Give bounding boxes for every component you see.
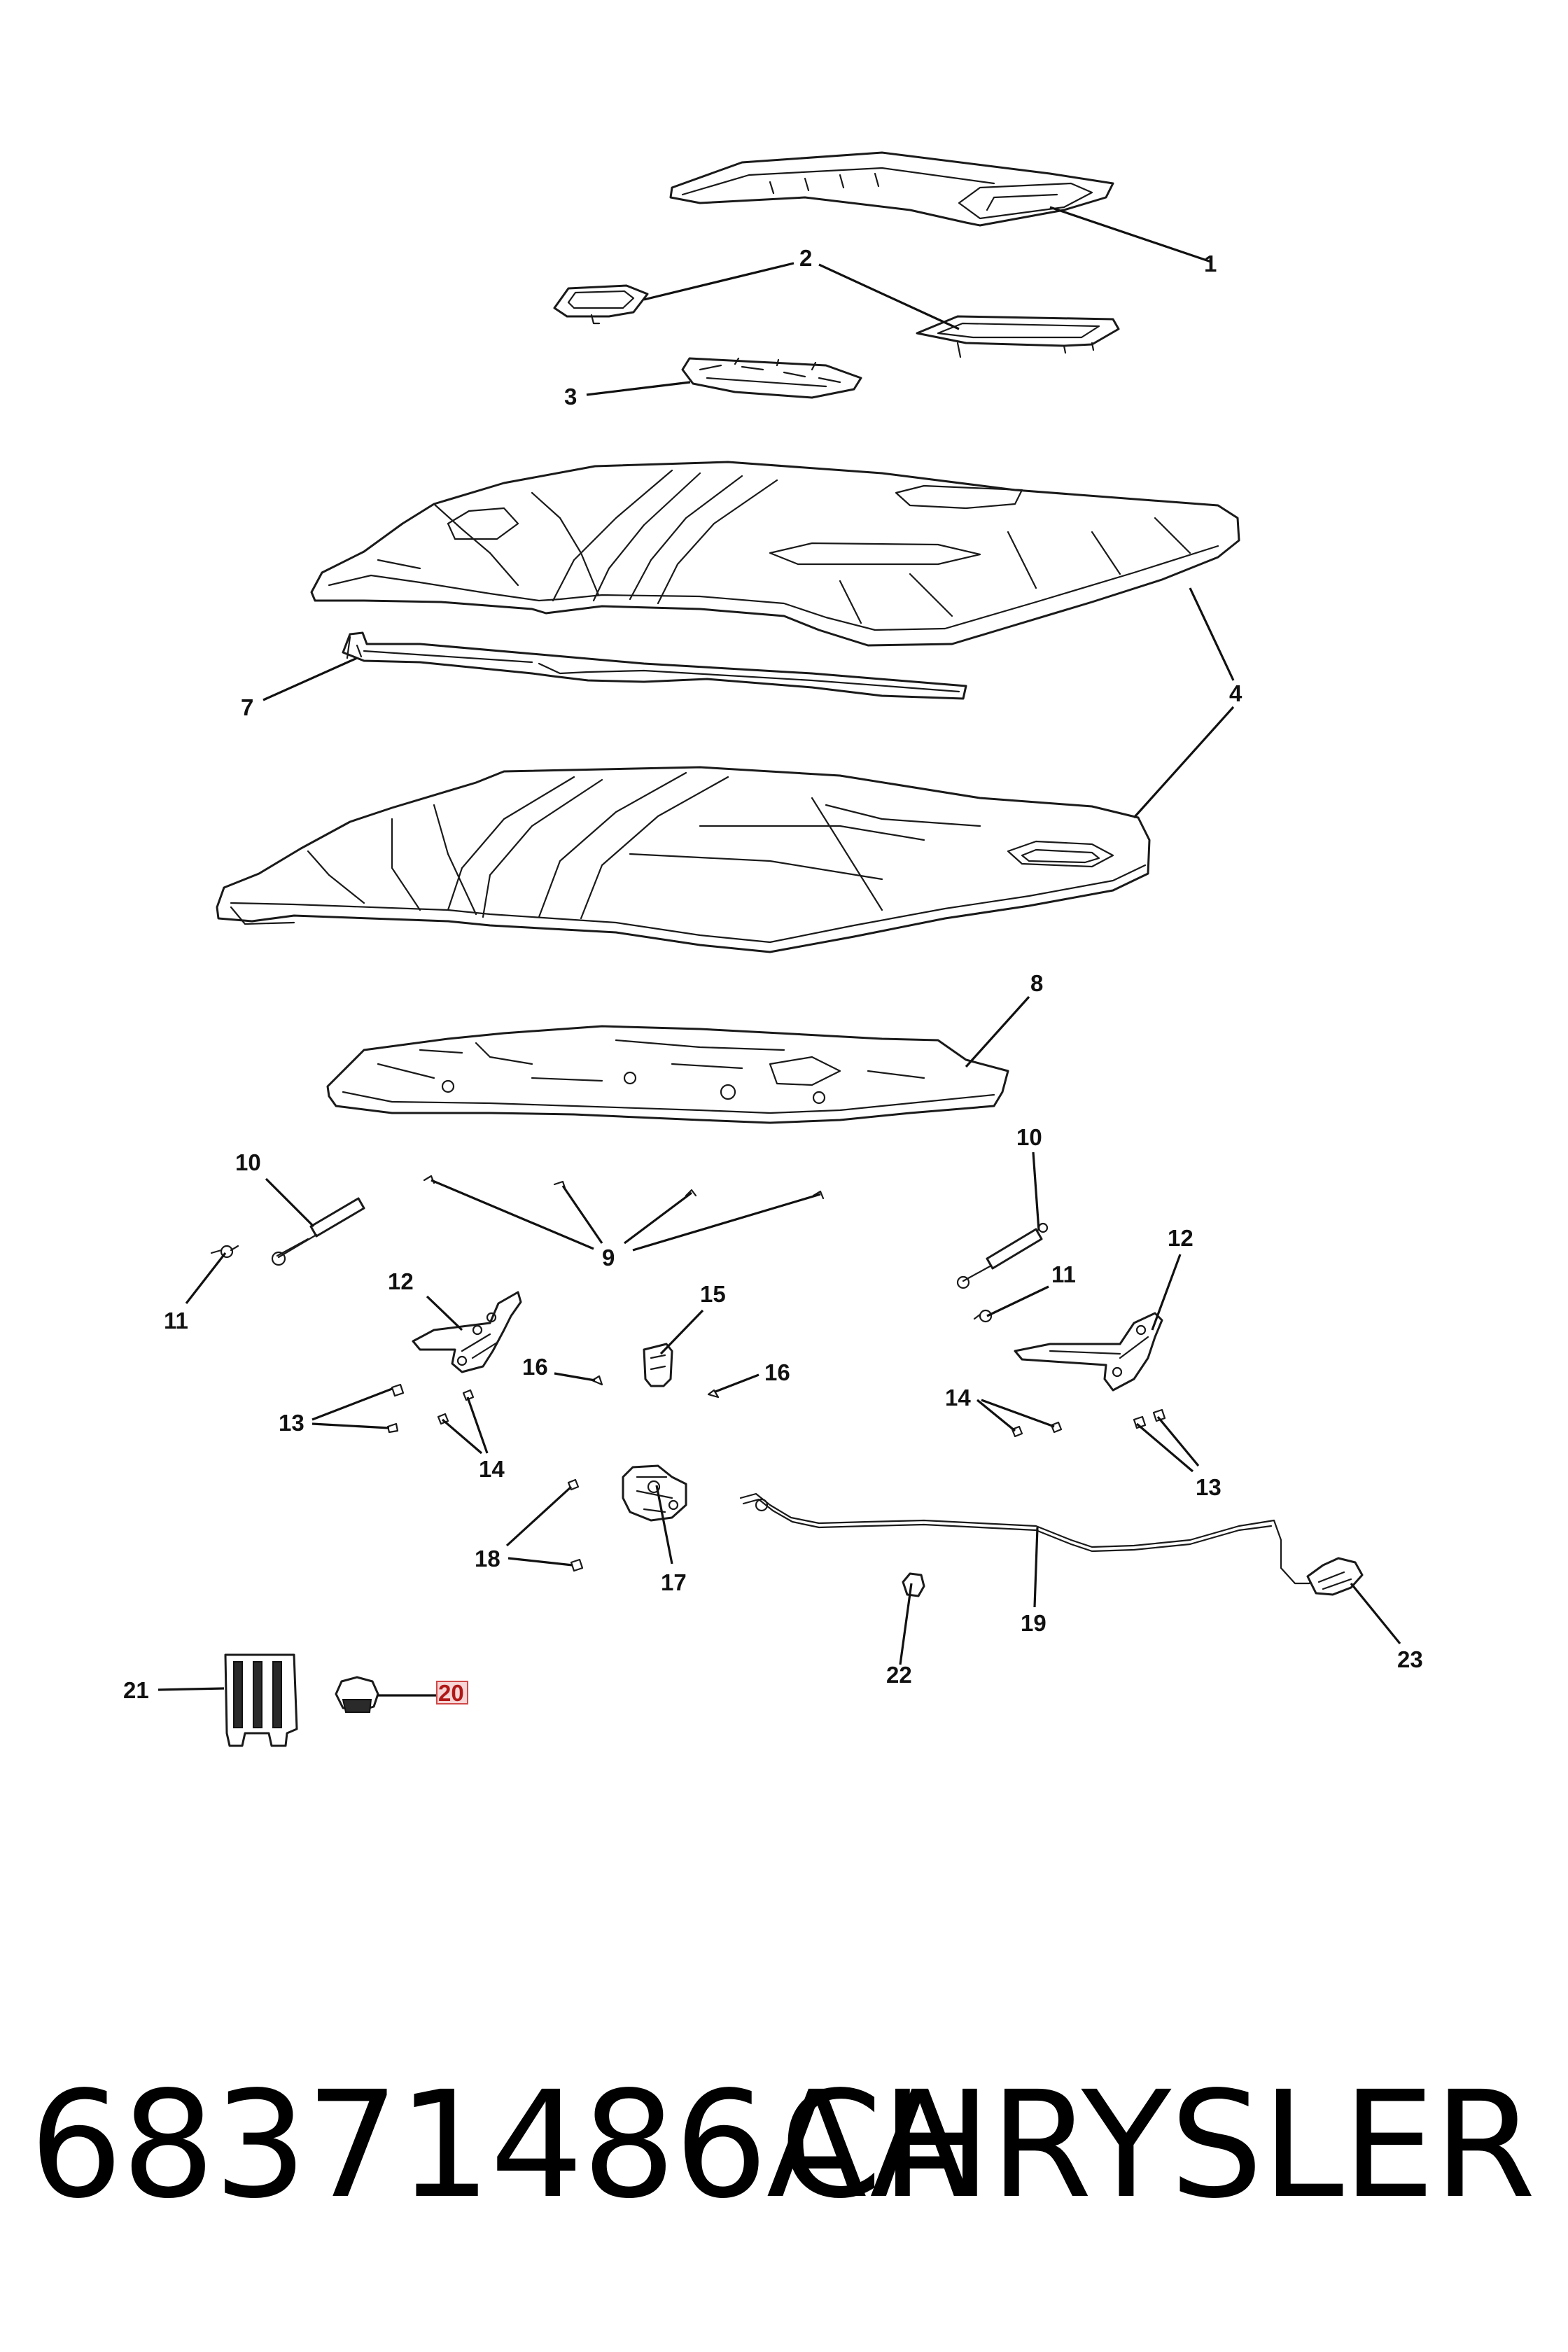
leader-8	[965, 995, 1030, 1068]
callout-12-left: 12	[388, 1268, 414, 1294]
callout-23: 23	[1397, 1646, 1423, 1672]
part-10-strut-right	[956, 1222, 1049, 1289]
footer-caption: 68371486AA CHRYSLER	[0, 2065, 1568, 2275]
callout-17: 17	[661, 1569, 687, 1595]
callout-4: 4	[1229, 680, 1242, 706]
leader-12b	[1151, 1254, 1182, 1331]
callout-18: 18	[475, 1546, 500, 1572]
callout-11-left: 11	[164, 1308, 188, 1334]
leader-13b	[312, 1422, 390, 1429]
callout-21: 21	[123, 1677, 149, 1703]
part-12-hinge-right	[1014, 1312, 1163, 1392]
brand-name: CHRYSLER	[779, 2059, 1536, 2231]
leader-18a	[505, 1485, 573, 1547]
callout-1: 1	[1204, 251, 1217, 276]
leader-2a	[643, 262, 794, 301]
part-11-ball-stud-left	[210, 1245, 239, 1259]
callout-16-left: 16	[522, 1354, 548, 1380]
callout-20-highlight	[436, 1681, 468, 1704]
callout-14-right: 14	[945, 1385, 971, 1410]
leader-22	[899, 1583, 913, 1665]
callout-3: 3	[564, 384, 577, 410]
leader-10a	[265, 1177, 315, 1228]
leader-1	[1049, 206, 1212, 263]
leader-21	[158, 1687, 225, 1691]
leader-14d	[981, 1399, 1055, 1428]
part-21-vent-grille	[224, 1653, 298, 1747]
part-15-striker	[643, 1343, 673, 1387]
callout-13-left: 13	[279, 1410, 304, 1436]
part-7-hood-seal	[342, 631, 967, 700]
part-20-hood-bumper	[335, 1676, 379, 1713]
leader-13d	[1156, 1415, 1200, 1467]
callout-10-right: 10	[1016, 1124, 1042, 1150]
callout-14-left: 14	[479, 1456, 505, 1482]
leader-23	[1350, 1582, 1401, 1645]
part-11-ball-stud-right	[973, 1309, 993, 1323]
callout-2: 2	[799, 245, 812, 271]
leader-3	[586, 381, 691, 396]
leader-14b	[466, 1396, 489, 1454]
leader-17	[655, 1485, 673, 1564]
leader-4a	[1189, 587, 1235, 681]
leader-10b	[1032, 1152, 1040, 1231]
callout-10-left: 10	[235, 1149, 261, 1175]
leader-13a	[312, 1387, 393, 1421]
part-23-release-handle	[1306, 1557, 1364, 1596]
part-16-fastener-left	[591, 1375, 603, 1386]
leader-19	[1033, 1527, 1039, 1608]
callout-20: 20	[438, 1680, 464, 1706]
leader-4b	[1133, 706, 1235, 819]
leader-11a	[185, 1252, 227, 1304]
leader-9c	[624, 1191, 692, 1245]
part-14-nuts-right	[1011, 1421, 1063, 1438]
part-4-hood-panel-lower	[216, 766, 1151, 953]
part-18-latch-bolts	[567, 1478, 584, 1572]
leader-9d	[632, 1193, 821, 1252]
part-22-cable-clip	[902, 1572, 925, 1597]
leader-16a	[554, 1372, 596, 1382]
callout-7: 7	[241, 694, 253, 720]
leader-9a	[430, 1179, 594, 1250]
part-14-nuts-left	[437, 1389, 475, 1425]
part-3-scoop-bracket	[681, 357, 862, 399]
part-2-scoop-insert-right	[916, 315, 1120, 358]
callout-9: 9	[602, 1245, 615, 1270]
part-19-latch-cable	[739, 1492, 1324, 1585]
leader-13c	[1135, 1422, 1194, 1473]
callout-13-right: 13	[1196, 1474, 1222, 1500]
part-8-hood-insulator	[326, 1025, 1009, 1124]
part-12-hinge-left	[412, 1291, 522, 1373]
callout-labels: 1 2 3 4 7 8 9 10 10 11 11 12 12 13 13 14…	[123, 245, 1423, 1706]
callout-8: 8	[1030, 970, 1043, 996]
leader-15	[659, 1309, 704, 1355]
part-2-scoop-insert-left	[553, 284, 649, 325]
leader-lines	[158, 206, 1401, 1697]
leader-14a	[441, 1418, 483, 1455]
part-number: 68371486AA	[29, 2059, 970, 2231]
leader-11b	[986, 1285, 1049, 1317]
leader-14c	[976, 1399, 1016, 1432]
part-13-bolts-right	[1133, 1408, 1166, 1429]
parts-diagram: 1 2 3 4 7 8 9 10 10 11 11 12 12 13 13 14…	[123, 151, 1423, 1747]
part-10-strut-left	[271, 1197, 365, 1266]
leader-16b	[715, 1373, 760, 1393]
callout-22: 22	[886, 1662, 912, 1688]
leader-9b	[561, 1185, 603, 1244]
part-16-fastener-right	[707, 1389, 720, 1399]
leader-7	[262, 657, 358, 701]
part-13-bolts-left	[386, 1383, 405, 1434]
callout-19: 19	[1021, 1610, 1046, 1636]
part-9-insulator-clips	[423, 1175, 825, 1200]
callout-11-right: 11	[1051, 1261, 1076, 1287]
part-4-hood-panel-upper	[310, 461, 1240, 647]
part-1-hood-scoop-trim	[669, 151, 1114, 227]
leader-2b	[818, 263, 960, 330]
leader-12a	[426, 1295, 463, 1331]
callout-12-right: 12	[1168, 1225, 1194, 1251]
leader-18b	[507, 1557, 573, 1567]
callout-16-right: 16	[764, 1359, 790, 1385]
callout-15: 15	[700, 1281, 726, 1307]
part-17-hood-latch	[622, 1464, 687, 1522]
